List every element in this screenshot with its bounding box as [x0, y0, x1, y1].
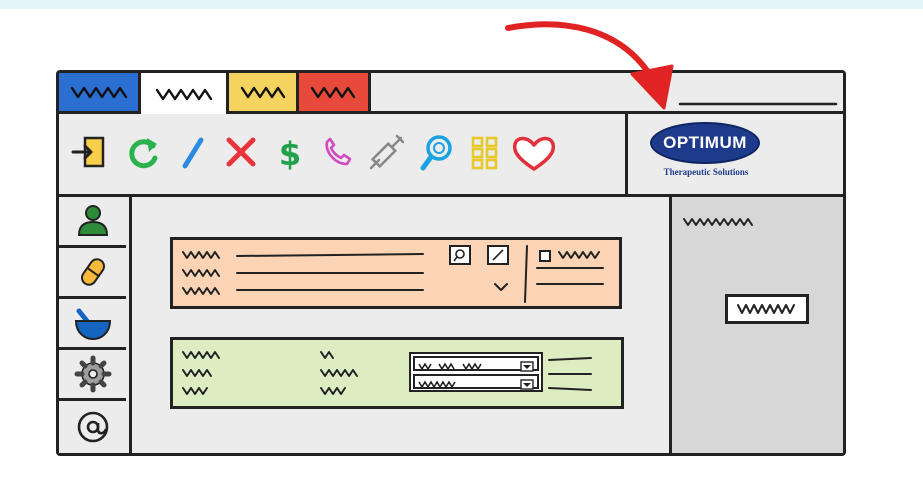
sidebar-item-contact[interactable]: [59, 401, 126, 452]
billing-button[interactable]: $: [265, 128, 315, 178]
search-icon: [453, 249, 465, 262]
form-card-green: [170, 337, 624, 409]
tab-blue[interactable]: [59, 73, 141, 111]
scribble-icon: [240, 86, 285, 99]
refresh-button[interactable]: [119, 128, 169, 178]
card-green-sketch: [182, 351, 592, 395]
select-field-2-scribble: [418, 379, 534, 390]
refresh-icon: [129, 138, 158, 169]
tab-white[interactable]: [141, 73, 229, 114]
scribble-icon: [310, 86, 355, 99]
pill-icon: [80, 258, 105, 286]
call-button[interactable]: [313, 128, 363, 178]
sidebar: [59, 197, 132, 453]
card-orange-sketch: [182, 245, 604, 303]
logo-area: OPTIMUM Therapeutic Solutions: [625, 114, 846, 194]
select-field-1[interactable]: [413, 356, 539, 372]
main-content: [132, 197, 669, 453]
sidebar-item-settings[interactable]: [59, 350, 126, 401]
top-band: [0, 0, 923, 9]
phone-icon: [325, 137, 352, 166]
tab-red[interactable]: [299, 73, 371, 111]
sidebar-item-pharmacy[interactable]: [59, 299, 126, 350]
field-label-3: [182, 287, 220, 295]
search-button[interactable]: [411, 128, 461, 178]
scribble-icon: [737, 304, 795, 314]
delete-button[interactable]: [217, 128, 267, 178]
mortar-pestle-icon: [74, 308, 111, 341]
tab-yellow[interactable]: [229, 73, 299, 111]
sidebar-item-patient[interactable]: [59, 197, 126, 248]
dropdown-group: [409, 352, 543, 392]
login-icon: [71, 136, 105, 168]
scribble-icon: [70, 86, 127, 99]
pencil-icon: [492, 249, 504, 261]
select-field-2[interactable]: [413, 374, 539, 390]
pencil-icon: [182, 137, 204, 169]
sidebar-item-medication[interactable]: [59, 248, 126, 299]
app-window: $: [56, 70, 846, 456]
field-label-2: [182, 269, 220, 277]
field-label-1: [182, 251, 220, 259]
close-icon: [226, 137, 256, 167]
tab-bar: [59, 73, 843, 114]
svg-text:$: $: [279, 135, 301, 173]
dollar-icon: $: [279, 135, 301, 173]
user-icon: [77, 205, 108, 236]
search-icon: [420, 135, 452, 171]
card-search-button[interactable]: [449, 245, 471, 265]
favorite-button[interactable]: [509, 128, 559, 178]
select-field-1-scribble: [418, 361, 534, 372]
logo-badge: OPTIMUM: [650, 122, 760, 164]
edit-button[interactable]: [169, 128, 219, 178]
panel-action-button[interactable]: [725, 294, 809, 324]
scribble-icon: [155, 88, 212, 100]
card-edit-button[interactable]: [487, 245, 509, 265]
at-icon: [77, 411, 108, 442]
login-button[interactable]: [65, 128, 115, 178]
apps-button[interactable]: [461, 128, 511, 178]
heart-icon: [512, 136, 556, 171]
gear-icon: [74, 355, 111, 393]
card-checkbox[interactable]: [539, 250, 551, 262]
logo-tagline: Therapeutic Solutions: [663, 167, 749, 177]
syringe-icon: [369, 134, 405, 170]
toolbar: $: [59, 114, 843, 197]
panel-heading-scribble: [683, 218, 753, 226]
grid-icon: [471, 136, 498, 170]
injection-button[interactable]: [361, 128, 411, 178]
detail-panel: [669, 197, 843, 453]
form-card-orange: [170, 237, 622, 309]
